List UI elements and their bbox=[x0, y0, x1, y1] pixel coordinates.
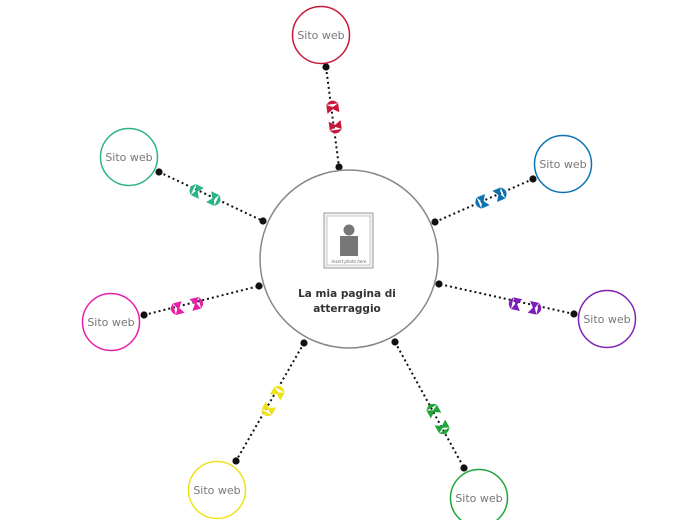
person-icon bbox=[340, 224, 358, 256]
bow-connector-bottom-right bbox=[426, 403, 450, 435]
node-bottom-left[interactable]: Sito web bbox=[187, 460, 247, 520]
bow-connector-upper-left bbox=[189, 184, 221, 206]
bow-connector-left bbox=[170, 297, 204, 315]
node-upper-right[interactable]: Sito web bbox=[533, 134, 593, 194]
connector-bottom-left bbox=[232, 339, 308, 465]
node-bottom-right-label: Sito web bbox=[455, 492, 502, 505]
connector-left bbox=[140, 282, 263, 319]
center-node[interactable]: Insert photo here La mia pagina di atter… bbox=[259, 169, 439, 349]
connector-right bbox=[435, 280, 578, 318]
node-upper-right-label: Sito web bbox=[539, 158, 586, 171]
bow-connector-right bbox=[508, 297, 542, 315]
bow-connector-bottom-left bbox=[261, 385, 285, 417]
connector-upper-right bbox=[431, 175, 537, 226]
node-upper-left-label: Sito web bbox=[105, 151, 152, 164]
node-right-label: Sito web bbox=[583, 313, 630, 326]
bow-connector-upper-right bbox=[475, 187, 507, 209]
bow-connector-top bbox=[326, 100, 342, 134]
node-left-label: Sito web bbox=[87, 316, 134, 329]
center-title-line1: La mia pagina di bbox=[298, 288, 396, 300]
connector-upper-left bbox=[155, 168, 267, 225]
node-upper-left[interactable]: Sito web bbox=[99, 127, 159, 187]
node-left[interactable]: Sito web bbox=[81, 292, 141, 352]
node-right[interactable]: Sito web bbox=[577, 289, 637, 349]
node-top-label: Sito web bbox=[297, 29, 344, 42]
photo-placeholder: Insert photo here bbox=[323, 212, 374, 269]
placeholder-caption: Insert photo here bbox=[332, 259, 367, 264]
node-top[interactable]: Sito web bbox=[291, 5, 351, 65]
center-title-line2: atterraggio bbox=[313, 303, 381, 315]
node-bottom-left-label: Sito web bbox=[193, 484, 240, 497]
node-bottom-right[interactable]: Sito web bbox=[449, 468, 509, 520]
connector-top bbox=[322, 63, 343, 171]
